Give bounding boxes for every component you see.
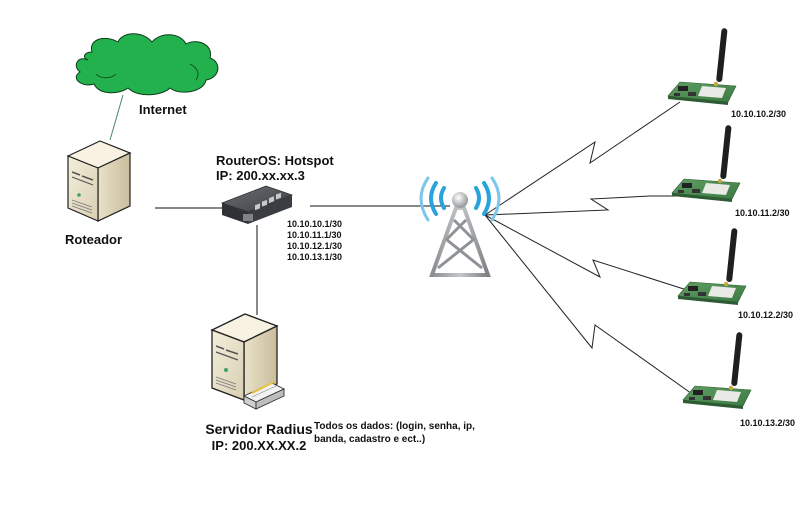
- wireless-board-icon[interactable]: [671, 125, 741, 202]
- links: [109, 94, 696, 397]
- link-wireless-client-4: [484, 214, 696, 397]
- link-wireless-client-3: [484, 214, 691, 292]
- clients: [667, 28, 752, 409]
- mikrotik-router-icon[interactable]: [220, 185, 294, 224]
- link-internet-router: [109, 94, 124, 141]
- wireless-tower-icon[interactable]: [419, 176, 501, 277]
- routeros-interfaces: 10.10.10.1/30 10.10.11.1/30 10.10.12.1/3…: [287, 219, 342, 263]
- server-tower-icon[interactable]: [66, 140, 132, 222]
- client-ip-label: 10.10.11.2/30: [735, 208, 790, 218]
- routeros-title: RouterOS: Hotspot: [216, 153, 334, 168]
- cloud-icon[interactable]: [75, 33, 219, 96]
- client-ip-label: 10.10.10.2/30: [731, 109, 787, 119]
- interface-ip: 10.10.11.1/30: [287, 230, 342, 240]
- interface-ip: 10.10.10.1/30: [287, 219, 343, 229]
- client-ip-label: 10.10.12.2/30: [738, 310, 794, 320]
- radius-note-line: Todos os dados: (login, senha, ip,: [314, 421, 475, 432]
- wireless-board-icon[interactable]: [677, 228, 747, 305]
- wireless-board-icon[interactable]: [667, 28, 737, 105]
- link-wireless-client-2: [484, 195, 690, 216]
- wireless-board-icon[interactable]: [682, 332, 752, 409]
- interface-ip: 10.10.12.1/30: [287, 241, 343, 251]
- server-with-switch-icon[interactable]: [210, 313, 286, 410]
- radius-ip: IP: 200.XX.XX.2: [211, 438, 307, 453]
- internet-label: Internet: [139, 102, 187, 117]
- radius-note-line: banda, cadastro e ect..): [314, 434, 426, 445]
- radius-title: Servidor Radius: [205, 421, 313, 437]
- router-label: Roteador: [65, 232, 123, 247]
- link-wireless-client-1: [484, 101, 681, 216]
- interface-ip: 10.10.13.1/30: [287, 252, 343, 262]
- client-ip-label: 10.10.13.2/30: [740, 418, 796, 428]
- routeros-ip: IP: 200.xx.xx.3: [216, 168, 305, 183]
- radius-note: Todos os dados: (login, senha, ip, banda…: [314, 420, 475, 446]
